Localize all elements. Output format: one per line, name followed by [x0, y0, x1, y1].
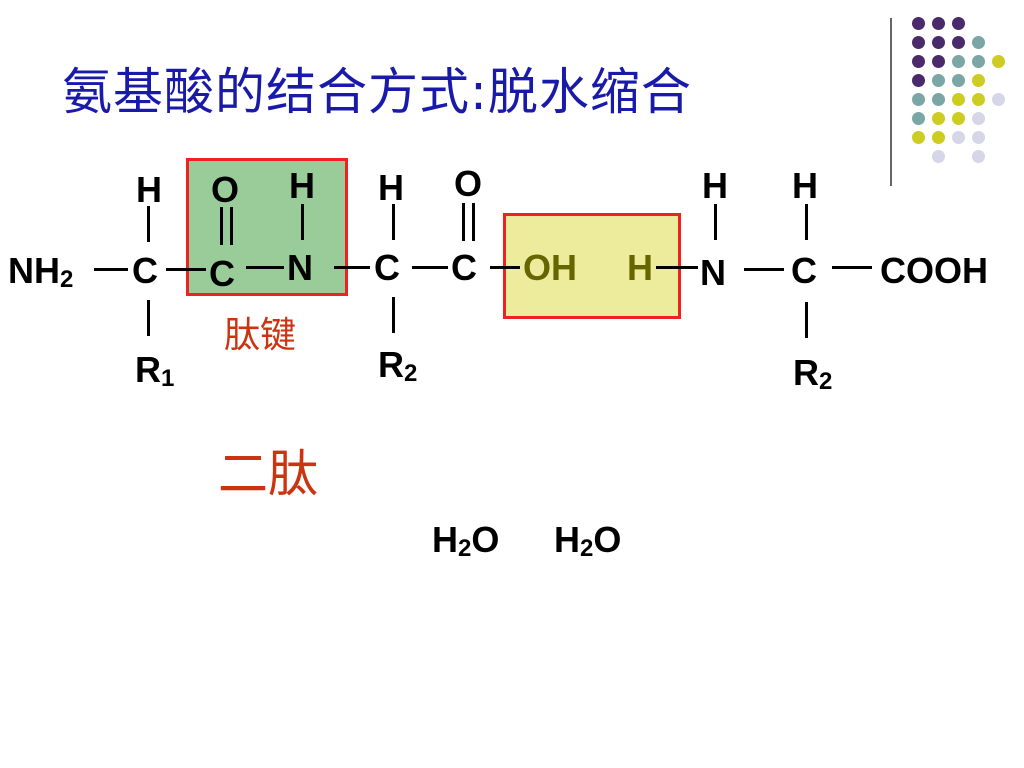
atom-n: N [287, 247, 313, 288]
double-bond-line [462, 203, 465, 241]
decor-dot [952, 131, 965, 144]
decor-dot [992, 55, 1005, 68]
atom-h: H [702, 165, 728, 206]
atom-h: H [136, 169, 162, 210]
atom-h: H [792, 165, 818, 206]
atom-c: C [374, 247, 400, 288]
decor-dot [972, 55, 985, 68]
atom-h-removed: H [627, 247, 653, 288]
decor-dot [952, 17, 965, 30]
double-bond-line [472, 203, 475, 241]
hydroxyl-group: OH [523, 247, 577, 288]
water-molecule: H2O [432, 519, 500, 562]
atom-c: C [451, 247, 477, 288]
atom-o: O [211, 169, 240, 210]
atom-h: H [378, 167, 404, 208]
decor-dot [992, 93, 1005, 106]
decor-dot [972, 150, 985, 163]
r1-group: R1 [135, 349, 175, 392]
decor-dot [932, 55, 945, 68]
atom-h: H [289, 165, 315, 206]
decor-dot [972, 93, 985, 106]
decor-dot [912, 74, 925, 87]
single-bond [490, 266, 520, 269]
decor-dot [932, 112, 945, 125]
decor-dot [932, 93, 945, 106]
single-bond [147, 206, 150, 242]
water-molecule: H2O [554, 519, 622, 562]
single-bond [392, 204, 395, 240]
decor-dot [952, 93, 965, 106]
single-bond [166, 268, 206, 271]
decor-dot [932, 36, 945, 49]
atom-c: C [209, 253, 235, 294]
single-bond [656, 266, 698, 269]
decor-dot [932, 17, 945, 30]
decorative-divider [890, 18, 892, 186]
single-bond [832, 266, 872, 269]
single-bond [744, 268, 784, 271]
atom-o: O [454, 163, 483, 204]
single-bond [147, 300, 150, 336]
decor-dot [952, 55, 965, 68]
carboxyl-group: COOH [880, 250, 988, 291]
slide-title: 氨基酸的结合方式:脱水缩合 [62, 63, 692, 121]
double-bond-line [230, 207, 233, 245]
decor-dot [932, 131, 945, 144]
single-bond [805, 302, 808, 338]
decor-dot [972, 131, 985, 144]
decor-dot [932, 150, 945, 163]
decor-dot [972, 112, 985, 125]
decor-dot [912, 131, 925, 144]
r2-group: R2 [378, 344, 418, 387]
r2-group: R2 [793, 352, 833, 395]
decor-dot [912, 55, 925, 68]
atom-c: C [132, 250, 158, 291]
decor-dot [952, 112, 965, 125]
single-bond [412, 266, 448, 269]
atom-n: N [700, 252, 726, 293]
atom-c: C [791, 250, 817, 291]
decor-dot [912, 112, 925, 125]
decor-dot [952, 36, 965, 49]
single-bond [246, 266, 284, 269]
double-bond-line [220, 207, 223, 245]
single-bond [392, 297, 395, 333]
amino-group: NH2 [8, 250, 74, 293]
dipeptide-label: 二肽 [218, 445, 318, 503]
decor-dot [912, 17, 925, 30]
decor-dot [912, 36, 925, 49]
decor-dot [952, 74, 965, 87]
decor-dot [972, 36, 985, 49]
single-bond [714, 204, 717, 240]
peptide-bond-label: 肽键 [224, 315, 297, 356]
single-bond [334, 266, 370, 269]
decor-dot [932, 74, 945, 87]
decor-dot [912, 93, 925, 106]
single-bond [301, 204, 304, 240]
peptide-bond-highlight [186, 158, 348, 296]
single-bond [94, 268, 128, 271]
single-bond [805, 204, 808, 240]
decor-dot [972, 74, 985, 87]
